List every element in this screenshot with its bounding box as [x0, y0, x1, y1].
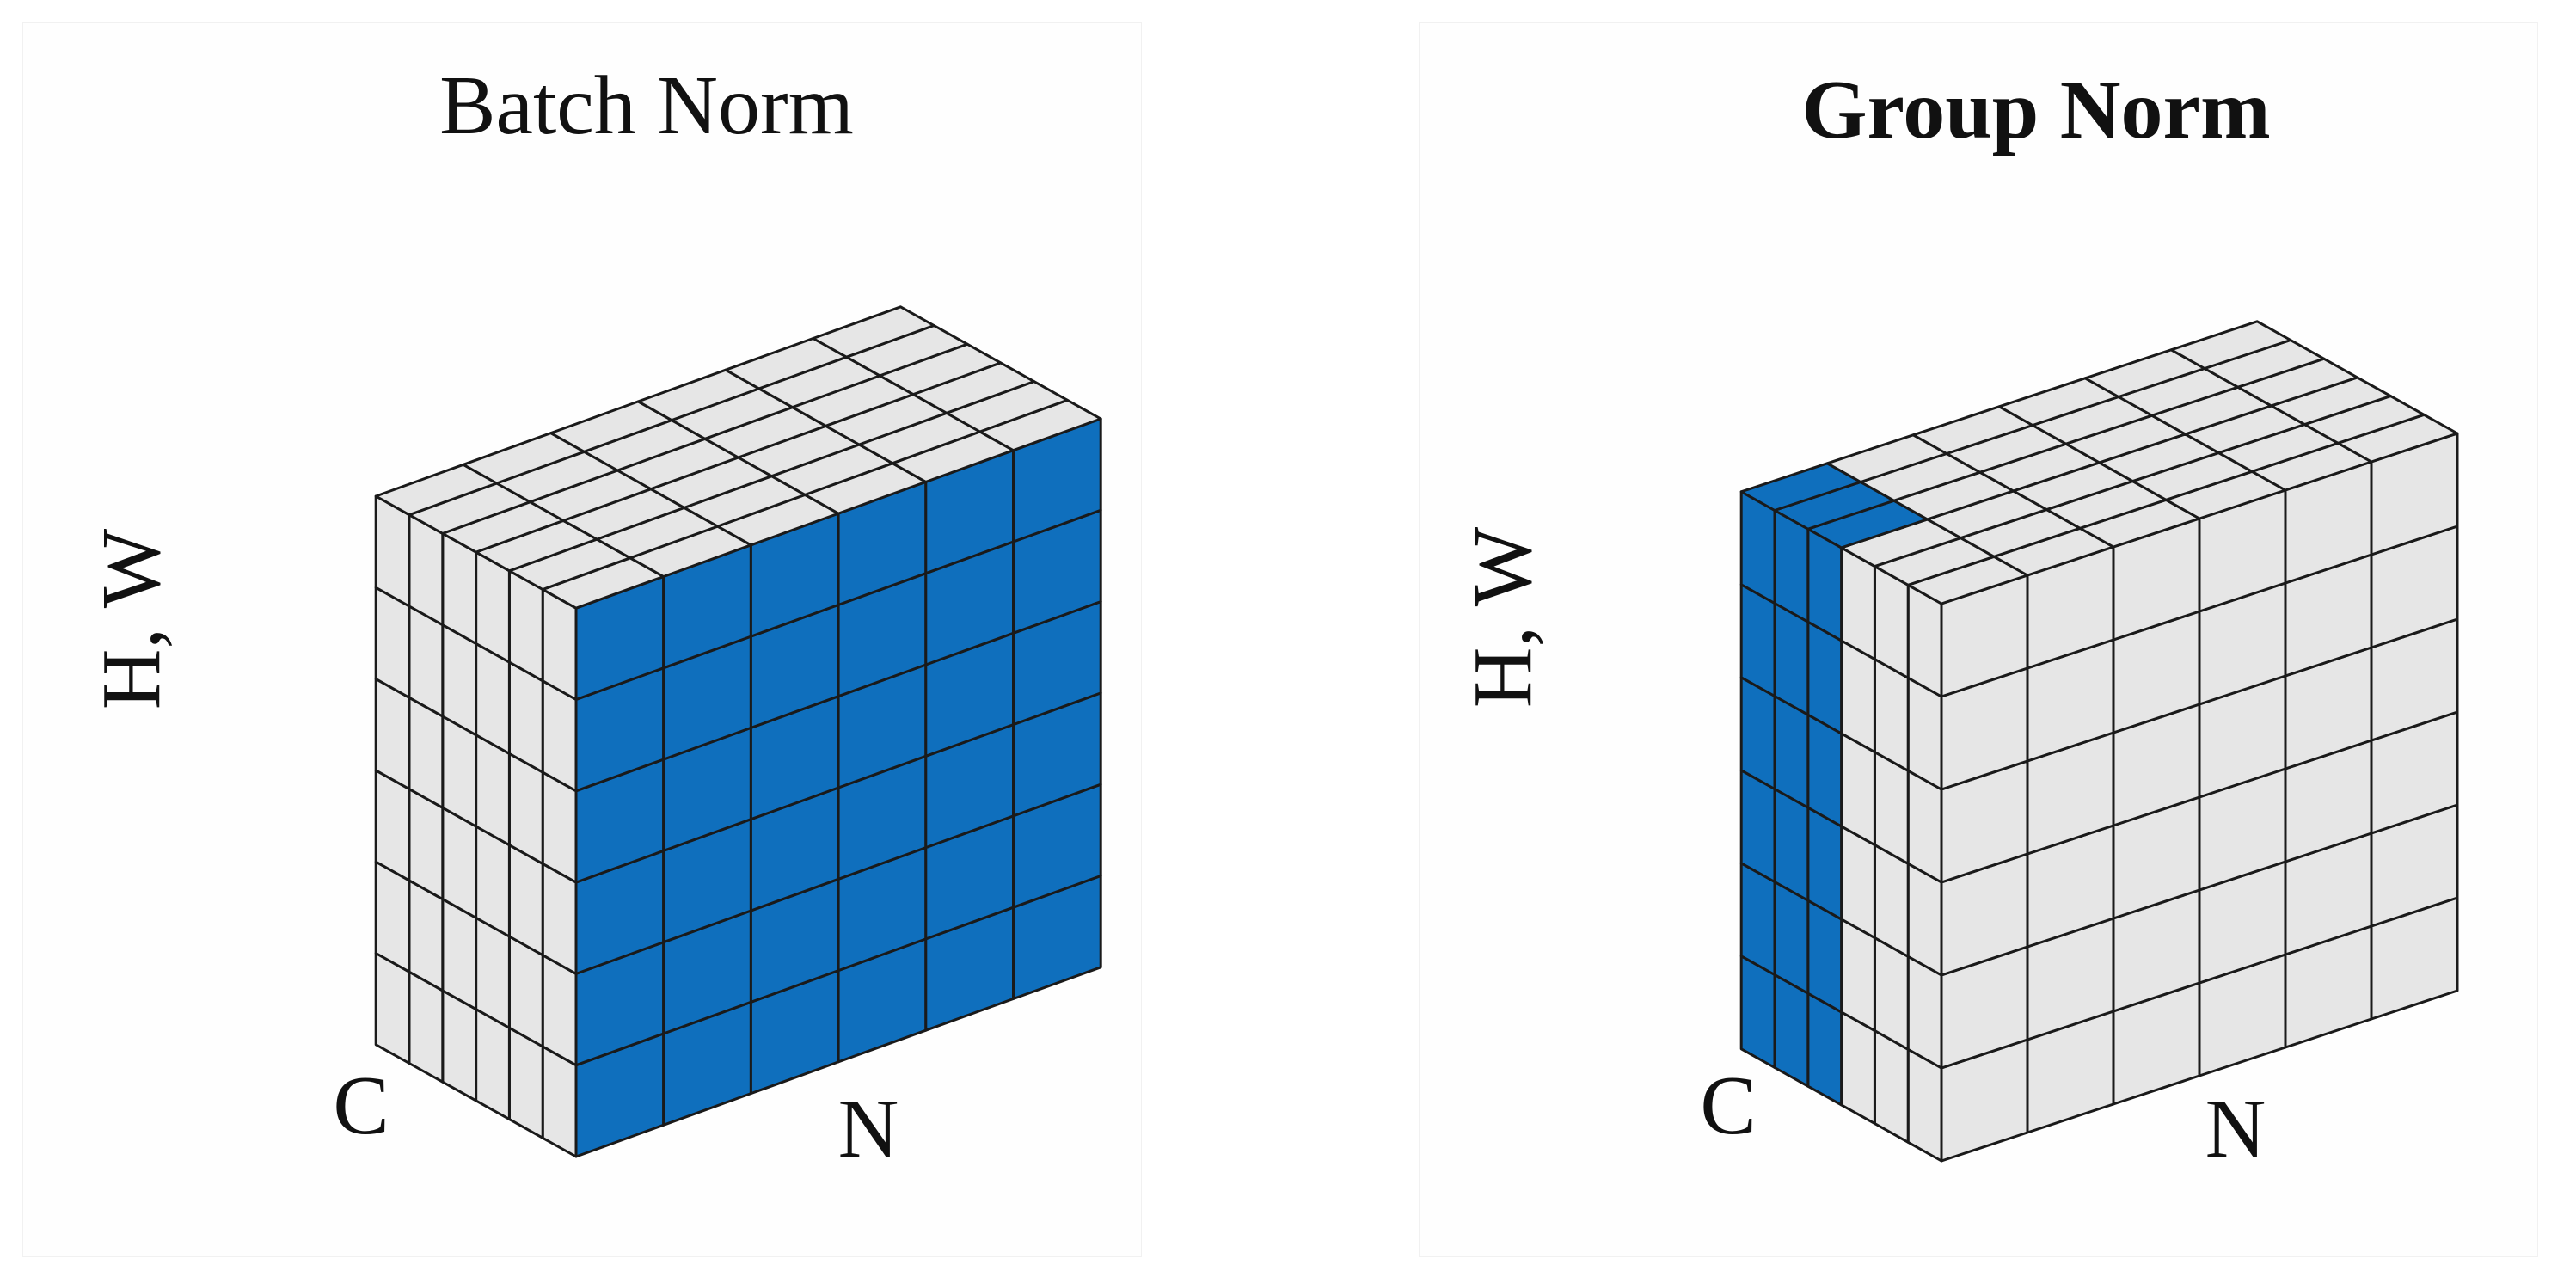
- group-norm-cube: [1739, 320, 2459, 1163]
- cube-top-face-cell: [2169, 320, 2292, 370]
- group-norm-title: Group Norm: [1801, 64, 2270, 157]
- batch-norm-cube: [374, 305, 1102, 1158]
- batch-norm-c-axis-label: C: [333, 1059, 389, 1152]
- group-norm-c-axis-label: C: [1700, 1059, 1756, 1152]
- batch-norm-n-axis-label: N: [838, 1083, 899, 1176]
- batch-norm-title: Batch Norm: [439, 59, 854, 152]
- cube-top-face-cell: [812, 305, 935, 359]
- batch-norm-hw-axis-label: H, W: [85, 528, 178, 709]
- group-norm-n-axis-label: N: [2205, 1083, 2266, 1176]
- group-norm-hw-axis-label: H, W: [1457, 526, 1549, 708]
